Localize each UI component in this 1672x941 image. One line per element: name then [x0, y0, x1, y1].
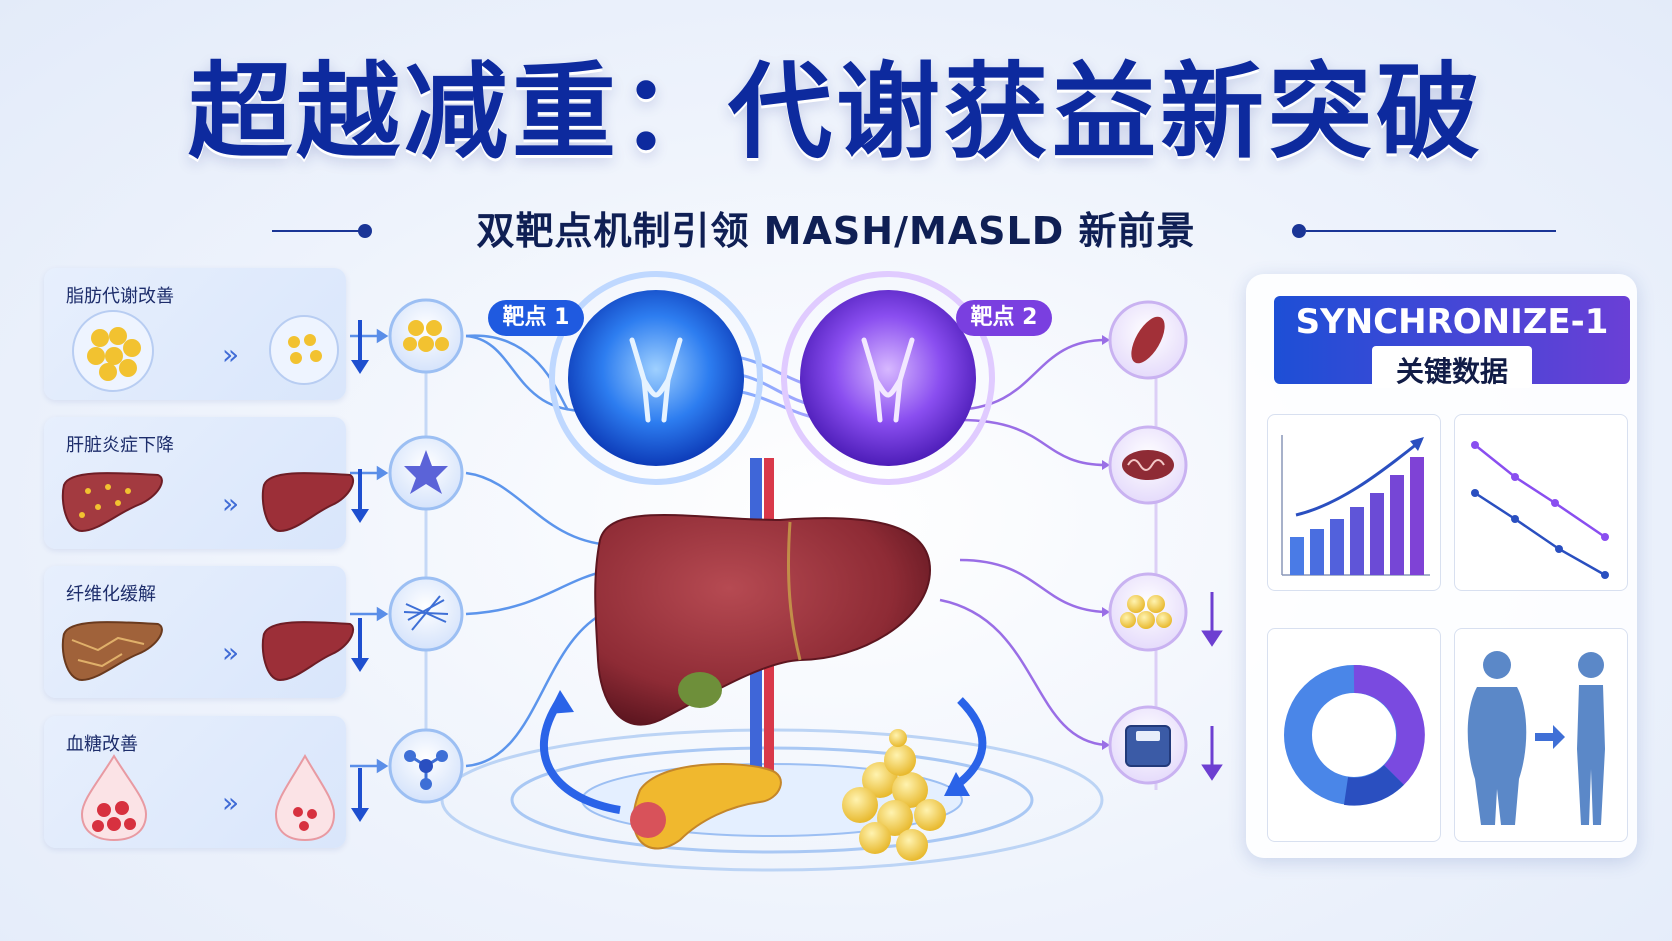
mini-bar-chart	[1267, 414, 1441, 591]
receptor-1-icon	[629, 337, 683, 423]
weight-loss-silhouette-icon	[1467, 651, 1605, 825]
left-node-immune-cell	[388, 435, 464, 511]
liver	[594, 514, 932, 726]
mini-body-comparison	[1454, 628, 1628, 842]
target-2-badge: 靶点 2	[956, 300, 1052, 336]
right-flow-lines	[939, 338, 1107, 747]
trial-subtitle-box: 关键数据	[1372, 346, 1532, 388]
subtitle-line-right	[1306, 230, 1556, 232]
inflamed-liver-icon	[61, 472, 163, 533]
target-2-glow	[781, 271, 995, 485]
pancreas	[632, 763, 782, 850]
left-node-fat	[388, 298, 464, 374]
benefit-card-blood-glucose: 血糖改善 »	[44, 716, 369, 848]
blood-drop-icon	[80, 754, 148, 842]
trial-header: SYNCHRONIZE-1 关键数据	[1274, 296, 1630, 388]
page-subtitle: 双靶点机制引领 MASH/MASLD 新前景	[476, 209, 1196, 253]
card-arrows	[350, 328, 389, 774]
line-chart-icon	[1471, 441, 1609, 579]
benefit-label: 纤维化缓解	[66, 584, 156, 605]
page-title: 超越减重：代谢获益新突破	[187, 51, 1484, 173]
chevron-icon: »	[222, 338, 239, 371]
mini-donut-chart	[1267, 628, 1441, 842]
left-node-molecule	[388, 728, 464, 804]
right-node-muscle	[1108, 300, 1188, 380]
cycle-arrowhead-left	[548, 690, 574, 714]
fat-cell-icon	[72, 310, 154, 392]
liver-ligament	[786, 521, 802, 661]
benefit-card-fat: 脂肪代谢改善 »	[44, 268, 369, 400]
mini-line-chart	[1454, 414, 1628, 591]
subtitle-dot-left	[358, 224, 372, 238]
target-1-glow	[549, 271, 763, 485]
down-arrow-icon	[351, 320, 369, 374]
down-arrow-icon	[351, 768, 369, 822]
healthy-liver-icon	[261, 621, 355, 682]
right-arrow-heads	[1102, 335, 1110, 750]
chevron-icon: »	[222, 636, 239, 669]
benefit-card-fibrosis: 纤维化缓解 »	[44, 566, 369, 698]
fat-cluster	[842, 729, 946, 861]
receptor-2-icon	[861, 337, 915, 423]
pancreas-head	[630, 802, 666, 838]
healthy-liver-icon	[261, 472, 355, 533]
subtitle-row: 双靶点机制引领 MASH/MASLD 新前景	[0, 203, 1672, 259]
right-down-arrows	[1201, 592, 1223, 781]
target-2-sphere	[800, 290, 976, 466]
subtitle-line-left	[272, 230, 360, 232]
right-node-scale	[1108, 705, 1188, 785]
target-1-badge: 靶点 1	[488, 300, 584, 336]
blood-drop-reduced-icon	[274, 753, 336, 842]
down-arrow-icon	[351, 618, 369, 672]
down-arrow-icon	[351, 469, 369, 523]
cycle-arrowhead-right	[944, 772, 970, 796]
benefit-card-liver-inflammation: 肝脏炎症下降 »	[44, 417, 369, 549]
chevron-icon: »	[222, 487, 239, 520]
gallbladder	[678, 672, 722, 708]
right-node-fat	[1108, 572, 1188, 652]
benefit-label: 肝脏炎症下降	[66, 435, 174, 456]
target-1-sphere	[568, 290, 744, 466]
right-node-mitochondria	[1108, 425, 1188, 505]
benefit-label: 血糖改善	[66, 734, 138, 755]
fibrotic-liver-icon	[61, 621, 163, 682]
benefit-label: 脂肪代谢改善	[66, 286, 174, 307]
trial-subtitle: 关键数据	[1395, 355, 1508, 388]
left-flow-lines	[465, 334, 611, 768]
left-node-fiber	[388, 576, 464, 652]
trial-name: SYNCHRONIZE-1	[1295, 302, 1609, 342]
bar-chart-icon	[1281, 435, 1430, 576]
subtitle-dot-right	[1292, 224, 1306, 238]
donut-chart-icon	[1284, 664, 1425, 806]
fat-cell-reduced-icon	[269, 315, 339, 385]
chevron-icon: »	[222, 786, 239, 819]
cycle-arrow-left	[539, 697, 621, 814]
